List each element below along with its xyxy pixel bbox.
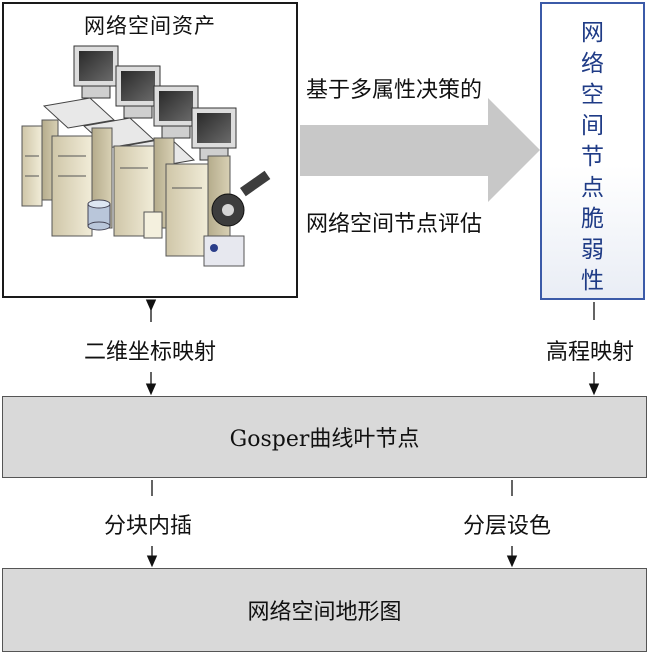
big-arrow [300, 98, 540, 202]
vertical-char: 网 [581, 20, 604, 46]
right-color-label: 分层设色 [463, 514, 552, 539]
left-interp-label: 分块内插 [104, 514, 193, 539]
vertical-char: 脆 [581, 206, 604, 232]
node-vulnerability-label: 网络空间节点脆弱性 [542, 18, 643, 297]
right-mapping-label: 高程映射 [546, 340, 635, 365]
vertical-char: 节 [581, 144, 604, 170]
gosper-leaf-nodes-bar: Gosper曲线叶节点 [2, 396, 647, 478]
key-icon [203, 170, 271, 267]
vertical-char: 络 [581, 51, 604, 77]
terrain-map-label: 网络空间地形图 [247, 600, 402, 625]
gosper-leaf-nodes-label: Gosper曲线叶节点 [229, 427, 420, 452]
vertical-char: 间 [581, 113, 604, 139]
terrain-map-bar: 网络空间地形图 [2, 568, 647, 652]
database-icon [87, 199, 111, 231]
monitor-icon [73, 45, 237, 161]
node-vulnerability-box: 网络空间节点脆弱性 [540, 2, 645, 300]
vertical-char: 性 [581, 268, 604, 294]
arrow-label-bottom: 网络空间节点评估 [306, 212, 483, 237]
vertical-char: 弱 [581, 237, 604, 263]
arrow-label-top: 基于多属性决策的 [306, 78, 483, 103]
server-cluster-illustration [21, 45, 271, 267]
network-assets-box: 网络空间资产 [2, 2, 298, 298]
left-mapping-label: 二维坐标映射 [84, 340, 217, 365]
vertical-char: 空 [581, 82, 604, 108]
network-assets-title: 网络空间资产 [84, 14, 216, 38]
vertical-char: 点 [581, 175, 604, 201]
